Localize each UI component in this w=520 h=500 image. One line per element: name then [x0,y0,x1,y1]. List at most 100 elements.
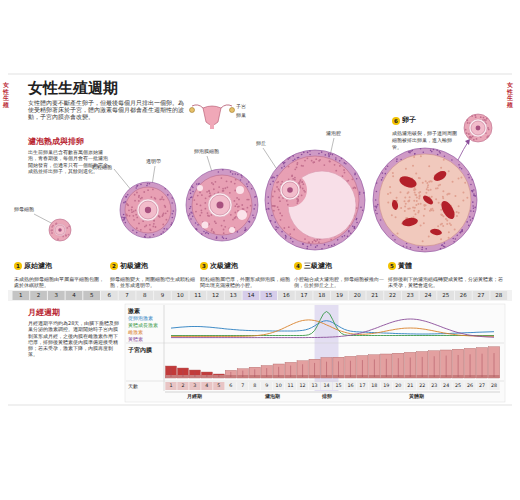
nucleus [58,228,62,232]
cell-dot [472,201,474,203]
day-number: 12 [297,382,309,390]
cell-dot [277,181,279,183]
cell-dot [471,179,473,181]
part-label: 卵泡膜細胞 [194,148,234,154]
part-label: 卵巢 [236,112,266,118]
cell-dot [215,222,217,224]
cell-dot [428,236,430,238]
day-number: 3 [47,291,65,300]
day-number: 17 [295,291,313,300]
stage-description: 排卵後剩下的濾泡組織轉變成黃體，分泌黃體素；若未受孕，黃體會退化。 [388,276,506,290]
cell-dot [188,215,190,217]
cell-dot [456,234,458,236]
cell-dot [124,218,126,220]
cell-dot [149,183,151,185]
endometrium-block [177,368,188,378]
cell-dot [288,226,290,228]
cell-dot [307,152,309,154]
cell-dot [466,119,468,121]
body-text: 月經週期平均約為28天，由腦下垂體及卵巢分泌的激素調控。週期開始時子宮內膜剝落形… [28,320,120,358]
day-cell [190,291,207,300]
cell-dot [122,219,124,221]
day-number: 26 [455,291,473,300]
cell-dot [487,127,489,129]
cell-dot [328,154,330,156]
cell-dot [212,183,214,185]
cell-dot [223,238,225,240]
cell-dot [230,214,232,216]
body-text: 出生前卵巢已含有數百萬個原始濾泡，青春期後，每個月會有一批濾泡開始發育，但通常只… [28,149,110,174]
cell-dot [413,210,415,212]
cell-dot [325,154,327,156]
title: 女性生殖週期 [28,79,118,98]
cell-dot [439,151,441,153]
cell-dot [195,222,197,224]
day-cell [101,291,118,300]
cell-dot [344,172,346,174]
day-number: 21 [366,291,384,300]
cell-dot [136,185,138,187]
cell-dot [416,196,418,198]
cell-dot [431,151,433,153]
day-cell [273,382,284,390]
part-label: 顆粒細胞 [92,164,122,170]
cell-dot [196,203,198,205]
day-number: 7 [237,382,249,390]
cell-dot [147,183,149,185]
cell-dot [201,194,203,196]
corpus-luteum [379,154,471,246]
cell-dot [446,223,448,225]
stage-name: 原始濾泡 [24,262,52,270]
cell-dot [462,199,464,201]
part-label: 透明帶 [146,158,172,164]
cell-dot [453,241,455,243]
cell-dot [422,240,424,242]
cell-dot [341,158,343,160]
cell-dot [408,200,410,202]
cell-dot [136,227,138,229]
cell-dot [145,234,147,236]
cell-dot [417,247,419,249]
cell-dot [394,239,396,241]
blood-clot [439,199,458,221]
cell-dot [65,235,67,237]
cell-dot [385,168,387,170]
cell-dot [278,188,280,190]
cell-dot [51,226,53,228]
cell-dot [404,196,406,198]
cell-dot [134,200,136,202]
day-number: 18 [368,382,380,390]
day-number: 25 [452,382,464,390]
cell-dot [254,204,256,206]
cell-dot [284,162,286,164]
cell-dot [406,246,408,248]
cell-dot [283,165,285,167]
endometrium-block [189,370,200,378]
cell-dot [412,165,414,167]
cell-dot [301,154,303,156]
cell-dot [304,160,306,162]
cell-dot [312,241,314,243]
cell-dot [315,240,317,242]
cell-dot [153,234,155,236]
cell-dot [205,197,207,199]
cell-dot [237,206,239,208]
day-number: 22 [384,291,402,300]
cell-dot [344,235,346,237]
cell-dot [469,216,471,218]
cell-dot [470,136,472,138]
endometrium-block [393,353,404,378]
cell-dot [62,235,64,237]
cell-dot [337,239,339,241]
cell-dot [195,211,197,213]
hormone-name: 黃體成長激素 [128,323,164,329]
callout-number: 1 [14,262,22,270]
cell-dot [138,200,140,202]
day-number: 3 [189,382,201,390]
cell-dot [461,168,463,170]
gland [338,361,339,377]
cell-dot [416,200,418,202]
cell-dot [234,183,236,185]
cell-dot [414,153,416,155]
cell-dot [429,180,431,182]
